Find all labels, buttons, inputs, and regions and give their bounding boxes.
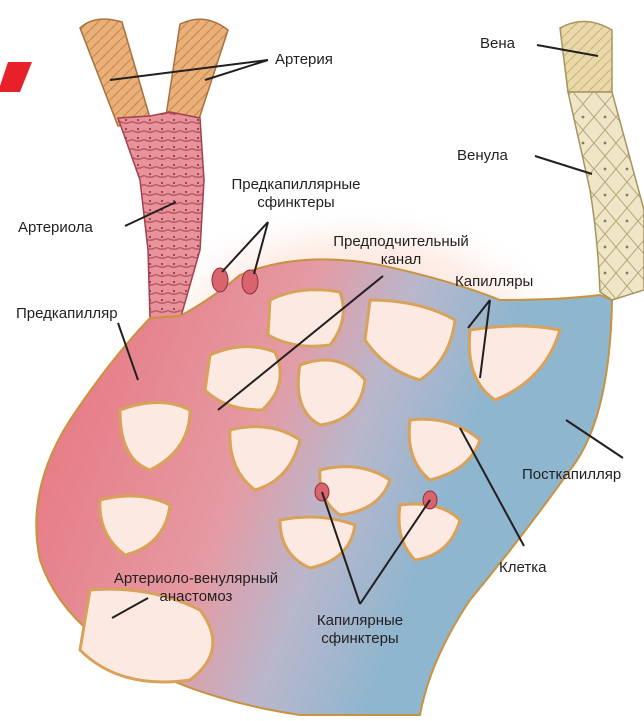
venule xyxy=(568,92,644,300)
label-cap-sphincters-line1: Капилярные xyxy=(290,612,430,630)
label-capillaries: Капилляры xyxy=(455,273,533,291)
label-precapillary: Предкапилляр xyxy=(16,305,118,323)
label-postcapillary: Посткапилляр xyxy=(522,466,621,484)
label-preferential-line2: канал xyxy=(306,251,496,269)
label-venule: Венула xyxy=(457,147,508,165)
label-arteriole: Артериола xyxy=(18,219,93,237)
label-precap-sphincters-line1: Предкапиллярные xyxy=(208,176,384,194)
logo-mark xyxy=(0,62,32,92)
label-artery: Артерия xyxy=(275,51,333,69)
label-av-anastomosis: Артериоло-венулярный анастомоз xyxy=(78,570,314,606)
label-precap-sphincters-line2: сфинктеры xyxy=(208,194,384,212)
label-av-anastomosis-line1: Артериоло-венулярный xyxy=(78,570,314,588)
label-preferential-channel: Предподчительный канал xyxy=(306,233,496,269)
label-precap-sphincters: Предкапиллярные сфинктеры xyxy=(208,176,384,212)
label-vein: Вена xyxy=(480,35,515,53)
vein xyxy=(560,21,612,92)
label-cap-sphincters-line2: сфинктеры xyxy=(290,630,430,648)
artery-right-branch xyxy=(166,19,228,122)
label-cap-sphincters: Капилярные сфинктеры xyxy=(290,612,430,648)
artery-left-branch xyxy=(80,19,150,126)
label-av-anastomosis-line2: анастомоз xyxy=(78,588,314,606)
label-preferential-line1: Предподчительный xyxy=(306,233,496,251)
label-cell: Клетка xyxy=(499,559,546,577)
